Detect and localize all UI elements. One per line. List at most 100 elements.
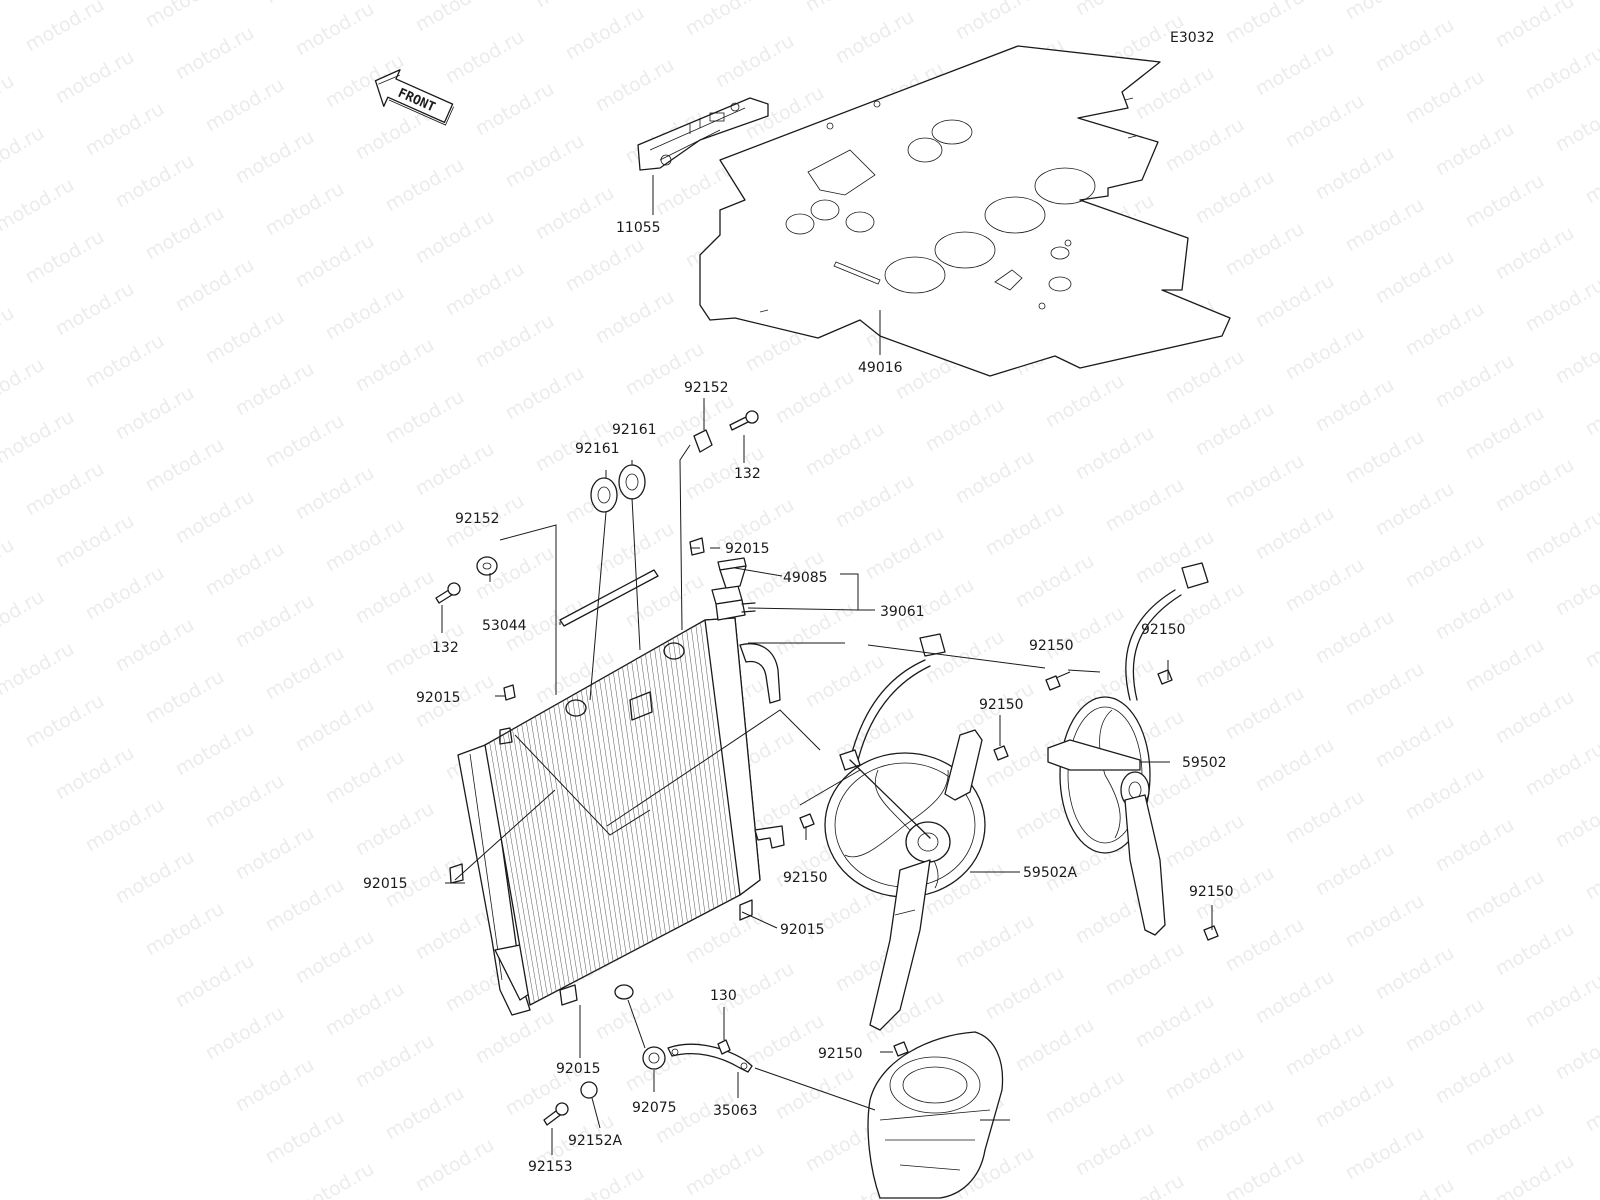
watermark-text: motod.ru	[1162, 1042, 1248, 1105]
watermark-text: motod.ru	[1282, 1018, 1368, 1081]
watermark-text: motod.ru	[1012, 550, 1098, 613]
watermark-text: motod.ru	[1312, 142, 1398, 205]
watermark-text: motod.ru	[0, 0, 78, 4]
watermark-text: motod.ru	[382, 386, 468, 449]
watermark-text: motod.ru	[562, 1162, 648, 1200]
watermark-text: motod.ru	[532, 182, 618, 245]
watermark-text: motod.ru	[802, 0, 888, 16]
watermark-text: motod.ru	[382, 154, 468, 217]
watermark-text: motod.ru	[1162, 114, 1248, 177]
label-92152A: 92152A	[568, 1133, 623, 1149]
watermark-text: motod.ru	[0, 302, 18, 365]
watermark-text: motod.ru	[622, 1034, 708, 1097]
radiator-fin-line	[553, 705, 596, 971]
watermark-text: motod.ru	[1192, 398, 1278, 461]
watermark-text: motod.ru	[142, 202, 228, 265]
label-92161-a: 92161	[575, 441, 620, 457]
watermark-text: motod.ru	[0, 354, 48, 417]
radiator-fin-line	[571, 695, 614, 962]
watermark-text: motod.ru	[1492, 0, 1578, 52]
radiator-fin-line	[521, 724, 566, 987]
watermark-text: motod.ru	[562, 2, 648, 65]
watermark-text: motod.ru	[1552, 558, 1600, 621]
watermark-text: motod.ru	[1342, 890, 1428, 953]
watermark-text: motod.ru	[1492, 454, 1578, 517]
watermark-text: motod.ru	[1522, 506, 1600, 569]
watermark-text: motod.ru	[1372, 478, 1458, 541]
watermark-text: motod.ru	[82, 562, 168, 625]
watermark-text: motod.ru	[1522, 738, 1600, 801]
watermark-text: motod.ru	[232, 1054, 318, 1117]
watermark-text: motod.ru	[1312, 606, 1398, 669]
grommet-92161	[590, 464, 646, 513]
radiator-fin-line	[526, 721, 570, 985]
watermark-text: motod.ru	[1372, 14, 1458, 77]
watermark-text: motod.ru	[202, 1002, 288, 1065]
watermark-text: motod.ru	[352, 798, 438, 861]
collar-92152	[476, 429, 713, 1099]
label-59502A: 59502A	[1023, 865, 1078, 881]
watermark-text: motod.ru	[502, 130, 588, 193]
radiator-fin-line	[672, 638, 710, 912]
watermark-text: motod.ru	[0, 174, 78, 237]
label-92161-b: 92161	[612, 422, 657, 438]
watermark-text: motod.ru	[1432, 814, 1518, 877]
watermark-text: motod.ru	[52, 742, 138, 805]
watermark-text: motod.ru	[1042, 602, 1128, 665]
label-92015-top: 92015	[725, 541, 770, 557]
watermark-text: motod.ru	[742, 1010, 828, 1073]
watermark-text: motod.ru	[0, 122, 48, 185]
watermark-text: motod.ru	[472, 310, 558, 373]
watermark-text: motod.ru	[142, 434, 228, 497]
radiator-fin-line	[567, 698, 609, 964]
watermark-text: motod.ru	[1222, 218, 1308, 281]
watermark-text: motod.ru	[1312, 1070, 1398, 1133]
watermark-text: motod.ru	[172, 718, 258, 781]
watermark-text: motod.ru	[1282, 786, 1368, 849]
watermark-text: motod.ru	[682, 1138, 768, 1200]
radiator-fin-line	[603, 677, 644, 946]
watermark-text: motod.ru	[1342, 0, 1428, 24]
watermark-text: motod.ru	[1312, 374, 1398, 437]
rod-53044	[559, 569, 659, 627]
watermark-text: motod.ru	[232, 126, 318, 189]
watermark-text: motod.ru	[592, 54, 678, 117]
watermark-text: motod.ru	[1072, 422, 1158, 485]
watermark-text: motod.ru	[112, 150, 198, 213]
label-49085: 49085	[783, 570, 828, 586]
watermark-text: motod.ru	[412, 206, 498, 269]
watermark-text: motod.ru	[292, 694, 378, 757]
radiator-fin-line	[649, 651, 688, 923]
watermark-text: motod.ru	[322, 978, 408, 1041]
watermark-text: motod.ru	[322, 746, 408, 809]
watermark-text: motod.ru	[22, 0, 108, 56]
radiator-fin-line	[581, 690, 623, 957]
fan-59502	[1047, 562, 1209, 936]
watermark-text: motod.ru	[1582, 610, 1600, 673]
watermark-text: motod.ru	[1402, 66, 1488, 129]
label-49016: 49016	[858, 360, 903, 376]
watermark-text: motod.ru	[1432, 1046, 1518, 1109]
watermark-text: motod.ru	[532, 0, 618, 12]
label-92150-f: 92150	[818, 1046, 863, 1062]
watermark-text: motod.ru	[1432, 350, 1518, 413]
label-92015-mid: 92015	[363, 876, 408, 892]
radiator-fin-line	[576, 692, 618, 960]
label-92075: 92075	[632, 1100, 677, 1116]
watermark-text: motod.ru	[1402, 762, 1488, 825]
watermark-text: motod.ru	[232, 822, 318, 885]
radiator-fin-line	[636, 659, 675, 930]
watermark-text: motod.ru	[1072, 0, 1158, 20]
watermark-text: motod.ru	[502, 362, 588, 425]
watermark-text: motod.ru	[0, 70, 18, 133]
radiator-fin-line	[640, 656, 679, 928]
watermark-text: motod.ru	[1582, 842, 1600, 905]
radiator-fin-line	[613, 672, 653, 941]
watermark-text: motod.ru	[772, 366, 858, 429]
label-92015-bottom: 92015	[556, 1061, 601, 1077]
watermark-text: motod.ru	[1042, 370, 1128, 433]
watermark-text: motod.ru	[232, 358, 318, 421]
watermark-text: motod.ru	[1012, 1014, 1098, 1077]
watermark-text: motod.ru	[112, 614, 198, 677]
